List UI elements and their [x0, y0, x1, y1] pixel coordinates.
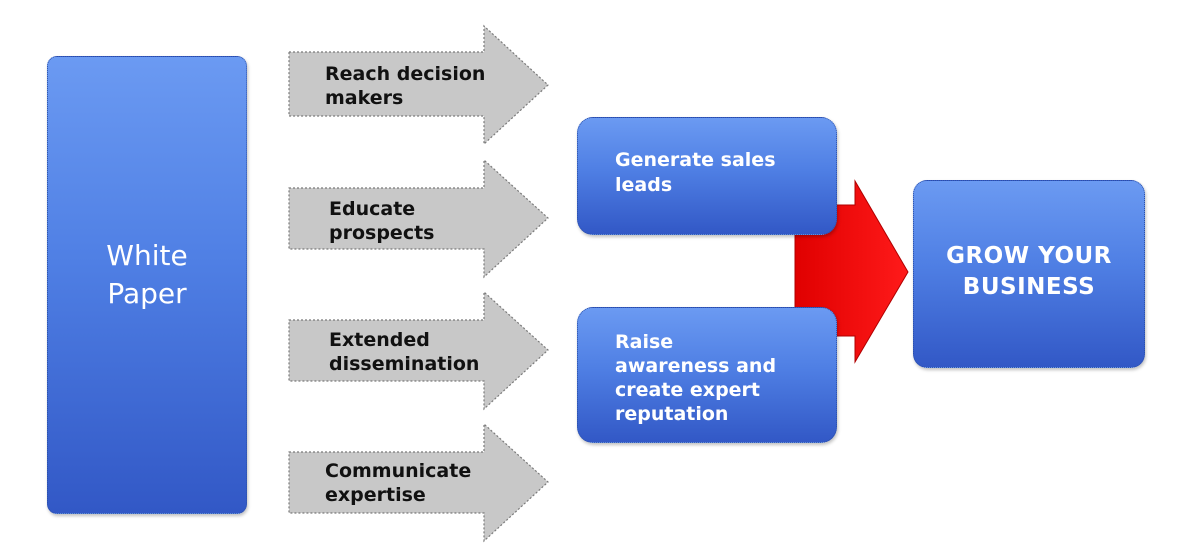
gray-arrow-3	[288, 290, 549, 411]
arrow-label-reach: Reach decision makers	[325, 62, 485, 110]
arrow-label-reach-line1: Reach decision	[325, 63, 486, 85]
arrow-label-communicate-line1: Communicate	[325, 460, 472, 482]
generate-leads-line2: leads	[615, 174, 673, 196]
arrow-label-communicate: Communicate expertise	[325, 459, 471, 507]
arrow-label-extended-line2: dissemination	[329, 353, 480, 375]
white-paper-box: White Paper	[47, 56, 247, 514]
arrow-label-extended: Extended dissemination	[329, 328, 479, 376]
arrow-label-reach-line2: makers	[325, 87, 404, 109]
raise-awareness-box: Raise awareness and create expert reputa…	[577, 307, 837, 443]
grow-business-line2: BUSINESS	[962, 274, 1096, 300]
raise-awareness-line2: awareness and	[615, 355, 777, 377]
gray-arrow-1	[288, 24, 549, 146]
raise-awareness-line1: Raise	[615, 331, 674, 353]
raise-awareness-line3: create expert	[615, 379, 761, 401]
generate-leads-box: Generate sales leads	[577, 117, 837, 235]
arrow-label-educate-line2: prospects	[329, 222, 435, 244]
gray-arrow-4	[288, 422, 549, 543]
white-paper-label-line1: White	[106, 239, 188, 272]
arrow-label-communicate-line2: expertise	[325, 484, 426, 506]
arrow-label-educate-line1: Educate	[329, 198, 416, 220]
generate-leads-line1: Generate sales	[615, 149, 776, 171]
arrow-label-educate: Educate prospects	[329, 197, 434, 245]
gray-arrow-2	[288, 158, 549, 279]
arrow-label-extended-line1: Extended	[329, 329, 430, 351]
grow-business-box: GROW YOUR BUSINESS	[913, 180, 1145, 368]
white-paper-label-line2: Paper	[107, 277, 187, 310]
raise-awareness-line4: reputation	[615, 403, 729, 425]
grow-business-line1: GROW YOUR	[946, 243, 1112, 269]
